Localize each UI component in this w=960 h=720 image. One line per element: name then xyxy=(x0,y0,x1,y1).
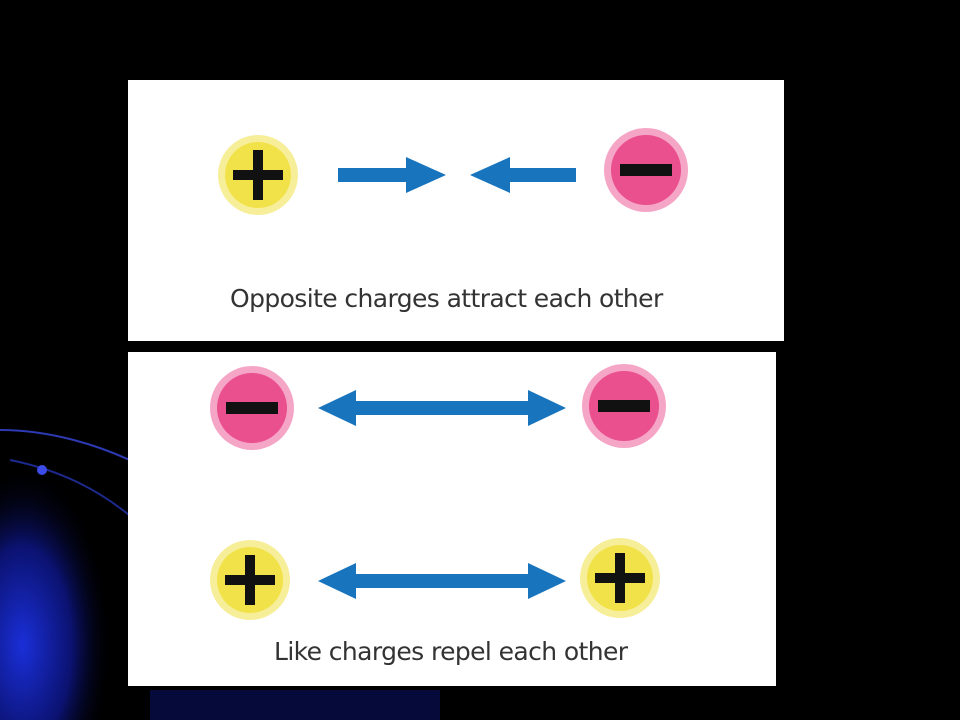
negative-charge-icon xyxy=(210,366,294,450)
positive-charge-icon xyxy=(210,540,290,620)
repel-caption: Like charges repel each other xyxy=(274,637,628,666)
negative-charge-icon xyxy=(582,364,666,448)
attract-diagram xyxy=(218,128,688,215)
double-arrow-icon xyxy=(318,390,566,426)
positive-charge-icon xyxy=(218,135,298,215)
double-arrow-icon xyxy=(318,563,566,599)
attract-caption: Opposite charges attract each other xyxy=(230,284,663,313)
repel-panel: Like charges repel each other xyxy=(128,352,776,686)
negative-charge-icon xyxy=(604,128,688,212)
repel-diagram xyxy=(210,364,666,620)
arrow-left-icon xyxy=(470,157,576,193)
attract-panel: Opposite charges attract each other xyxy=(128,80,784,341)
positive-charge-icon xyxy=(580,538,660,618)
arrow-right-icon xyxy=(338,157,446,193)
